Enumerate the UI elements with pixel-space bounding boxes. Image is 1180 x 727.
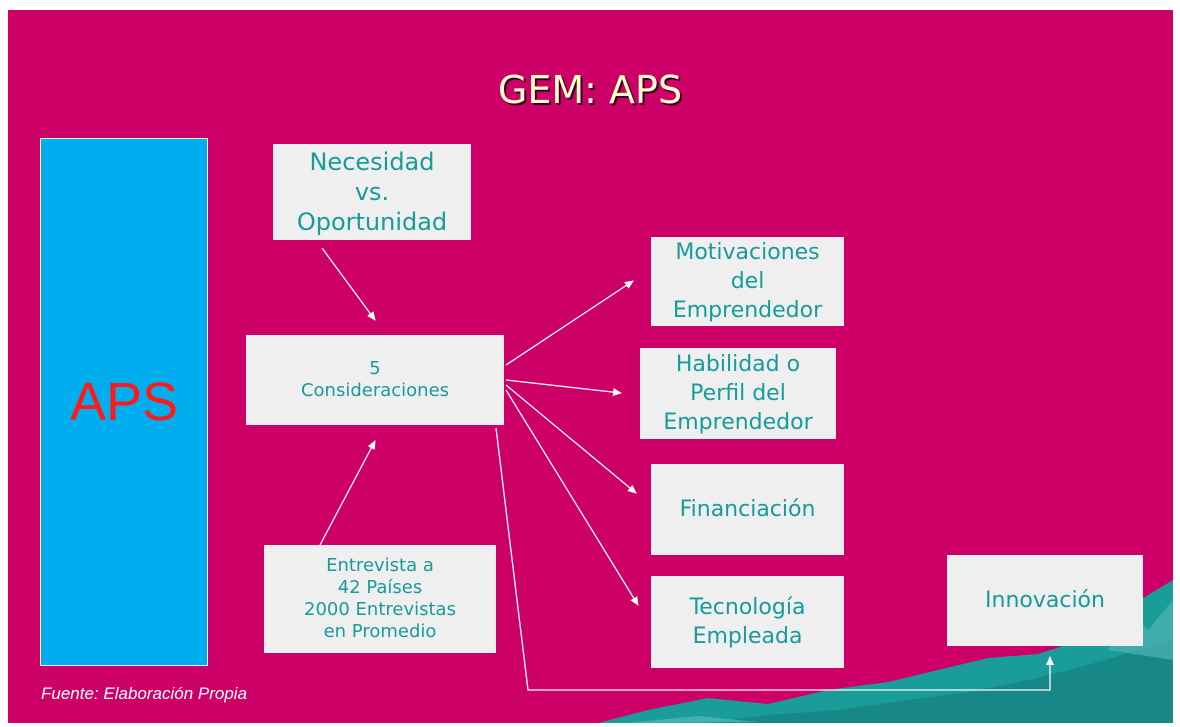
aps-label: APS (69, 372, 179, 432)
arrow-to-habilidad (505, 379, 622, 397)
node-label: Necesidad vs. Oportunidad (296, 148, 448, 236)
node-label: 5 Consideraciones (300, 358, 450, 401)
arrow-to-motivaciones (505, 280, 634, 366)
arrow-entrevista-to-consideraciones (319, 440, 376, 546)
source-note: Fuente: Elaboración Propia (41, 684, 248, 703)
aps-bar: APS (40, 138, 208, 666)
arrow-to-innovacion (495, 427, 1054, 691)
node-label: Motivaciones del Emprendedor (672, 240, 823, 323)
node-necesidad-oportunidad: Necesidad vs. Oportunidad (273, 144, 471, 240)
node-financiacion: Financiación (651, 464, 844, 555)
node-innovacion: Innovación (947, 555, 1143, 646)
page-title: GEM: APS (497, 68, 683, 112)
node-consideraciones: 5 Consideraciones (246, 335, 504, 425)
node-label: Entrevista a 42 Países 2000 Entrevistas … (304, 555, 456, 642)
node-tecnologia: Tecnología Empleada (651, 576, 844, 668)
node-habilidad: Habilidad o Perfil del Emprendedor (640, 348, 836, 439)
node-label: Habilidad o Perfil del Emprendedor (663, 352, 813, 435)
arrow-to-tecnologia (505, 389, 639, 606)
arrow-necesidad-to-consideraciones (321, 247, 376, 321)
node-label: Financiación (679, 497, 816, 522)
arrow-to-financiacion (505, 384, 637, 494)
node-motivaciones: Motivaciones del Emprendedor (651, 237, 844, 326)
node-label: Innovación (985, 588, 1105, 613)
node-entrevista: Entrevista a 42 Países 2000 Entrevistas … (264, 545, 496, 653)
node-label: Tecnología Empleada (689, 595, 806, 649)
